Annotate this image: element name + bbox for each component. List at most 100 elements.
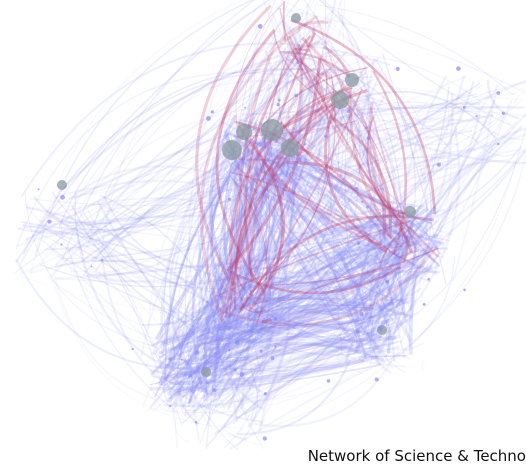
edge-blue-core	[378, 234, 443, 329]
edge-blue-core	[168, 346, 192, 400]
node	[228, 197, 232, 201]
edge-blue	[268, 157, 450, 242]
edge-blue-core	[191, 157, 244, 392]
edge-blue	[40, 264, 271, 288]
edge-blue	[374, 145, 522, 236]
edge-blue	[240, 292, 253, 342]
edge-blue	[191, 41, 316, 364]
edge-blue-core	[258, 129, 283, 285]
edge-blue	[175, 256, 214, 378]
edge-blue	[209, 33, 301, 385]
edge-blue-core	[169, 157, 249, 393]
edge-blue	[184, 273, 277, 418]
edge-blue-core	[278, 137, 296, 304]
edge-blue-core	[203, 213, 397, 345]
hub-node	[345, 73, 359, 87]
edge-blue-core	[205, 156, 239, 366]
edge-blue	[229, 119, 481, 323]
edge-red	[248, 87, 346, 276]
edge-blue	[46, 276, 336, 369]
edge-blue	[60, 111, 371, 232]
edge-blue	[384, 131, 526, 165]
edge-blue	[215, 147, 476, 181]
edge-blue	[230, 126, 264, 379]
node	[501, 111, 505, 115]
edge-red	[314, 58, 328, 117]
edge-blue	[293, 76, 373, 136]
edge-red	[248, 130, 269, 304]
edge-blue	[14, 67, 294, 274]
edge-blue	[178, 379, 200, 426]
edge-blue-core	[154, 174, 279, 340]
node	[463, 288, 466, 292]
edge-blue-core	[257, 320, 388, 337]
node	[60, 195, 65, 200]
node	[374, 377, 379, 382]
edge-blue	[190, 41, 333, 425]
edge-blue-core	[192, 279, 215, 358]
edge-blue	[207, 311, 421, 396]
edge-red	[237, 88, 363, 314]
edge-blue	[412, 80, 496, 261]
edge-blue	[238, 128, 342, 156]
edge-blue	[187, 158, 455, 408]
edge-red	[325, 71, 352, 111]
edge-blue-core	[375, 266, 411, 358]
edge-blue	[286, 57, 394, 221]
edge-blue	[319, 49, 336, 59]
edge-blue	[233, 344, 278, 415]
edge-blue	[20, 42, 391, 197]
node	[244, 106, 246, 109]
edge-blue-core	[250, 330, 399, 356]
edge-blue	[279, 165, 350, 335]
edge-red	[366, 117, 415, 233]
edge-blue	[79, 46, 281, 239]
edge-blue	[184, 286, 399, 406]
edge-blue-core	[219, 244, 403, 318]
edge-blue-core	[242, 161, 286, 177]
edge-red	[279, 8, 326, 101]
edge-blue-core	[222, 265, 369, 318]
edge-blue	[15, 258, 234, 370]
edge-blue	[68, 271, 204, 367]
edge-blue-core	[247, 306, 374, 323]
hub-node	[222, 140, 242, 160]
edge-red	[235, 2, 285, 142]
edge-blue	[227, 120, 285, 378]
edge-blue	[367, 213, 391, 304]
edge-blue	[303, 51, 405, 366]
node	[296, 60, 300, 65]
edge-blue-core	[212, 311, 240, 404]
edge-blue-core	[201, 327, 265, 346]
edge-blue	[51, 190, 281, 290]
edge-blue	[237, 130, 495, 319]
edge-blue	[316, 4, 514, 96]
edge-blue	[210, 28, 315, 329]
edge-blue	[239, 153, 303, 184]
edge-blue	[180, 168, 291, 389]
edge-blue	[403, 255, 456, 352]
edge-blue-core	[203, 329, 253, 351]
edge-red	[317, 71, 333, 81]
edge-blue	[385, 319, 389, 352]
edge-red	[220, 103, 333, 322]
edge-blue	[67, 82, 481, 227]
edge-blue	[199, 212, 381, 445]
edge-blue	[364, 233, 404, 298]
edge-blue	[22, 224, 285, 306]
edge-red	[331, 106, 336, 121]
node	[346, 109, 351, 114]
edge-blue	[203, 391, 252, 414]
edge-blue	[42, 227, 219, 340]
edge-blue-core	[206, 164, 236, 307]
edge-blue	[269, 32, 446, 254]
edge-blue-core	[217, 296, 249, 372]
edge-blue	[75, 0, 313, 251]
edge-blue-core	[234, 181, 253, 329]
edge-red	[215, 28, 276, 293]
edge-blue-core	[391, 228, 409, 239]
edge-blue	[197, 273, 259, 332]
edge-blue	[70, 79, 372, 211]
node	[294, 93, 299, 98]
